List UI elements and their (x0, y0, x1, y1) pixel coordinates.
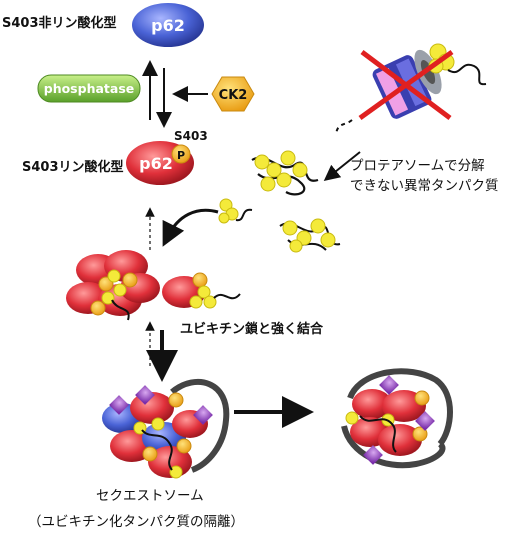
p62-with-ubiquitin (162, 272, 241, 309)
phosphorylated-label: S403リン酸化型 (22, 160, 124, 175)
phospho-site-mark-label: P (177, 149, 185, 162)
cross-stroke-2 (358, 49, 454, 121)
abnormal-protein-label-line1: プロテアソームで分解 (350, 158, 485, 174)
binding-curve-arrow (162, 208, 219, 247)
sequestosome-label-line2: （ユビキチン化タンパク質の隔離） (28, 514, 244, 530)
sequestosome-left (102, 378, 230, 479)
phospho-site-mark (171, 144, 191, 164)
ub-binding-label: ユビキチン鎖と強く結合 (180, 322, 324, 337)
sequestosome-label-line1: セクエストソーム (96, 488, 204, 504)
abnormal-arrow (323, 151, 361, 181)
p62-unphosphorylated-label: p62 (151, 16, 185, 35)
ub-cluster-small (218, 198, 253, 224)
p62-unphosphorylated (132, 3, 204, 47)
abnormal-protein-aggregate (251, 150, 319, 196)
autophagosome (341, 368, 453, 469)
unphosphorylated-label: S403非リン酸化型 (2, 16, 117, 31)
p62-phosphorylated-label: p62 (139, 154, 173, 173)
dashed-path (335, 119, 353, 135)
p62-oligomer-cluster (66, 250, 160, 321)
ck2-hexagon (211, 76, 255, 112)
ck2-label: CK2 (219, 88, 248, 103)
abnormal-protein-label-line2: できない異常タンパク質 (350, 178, 499, 194)
phosphatase-pill (37, 74, 141, 103)
site-label: S403 (174, 129, 208, 143)
phosphatase-label: phosphatase (44, 81, 135, 96)
ub-cluster-large (279, 218, 341, 253)
